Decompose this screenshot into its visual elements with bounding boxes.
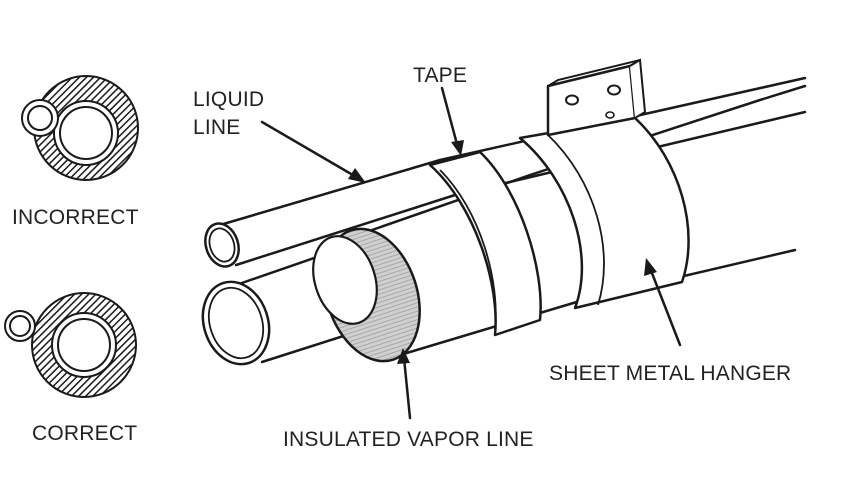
tape-band (428, 150, 542, 337)
leader-arrows (260, 86, 682, 420)
label-correct: CORRECT (32, 422, 137, 445)
label-liquid-line-1: LIQUID (193, 88, 264, 111)
label-sheet-metal-hanger: SHEET METAL HANGER (549, 362, 791, 385)
label-insulated-vapor-line: INSULATED VAPOR LINE (283, 428, 534, 451)
label-tape: TAPE (413, 64, 467, 87)
incorrect-cross-section (21, 75, 139, 181)
label-liquid-line-2: LINE (193, 116, 241, 139)
correct-cross-section (4, 292, 137, 398)
sheet-metal-hanger (518, 58, 690, 310)
label-incorrect: INCORRECT (12, 206, 139, 229)
insulated-vapor-line-drawing (201, 84, 807, 366)
